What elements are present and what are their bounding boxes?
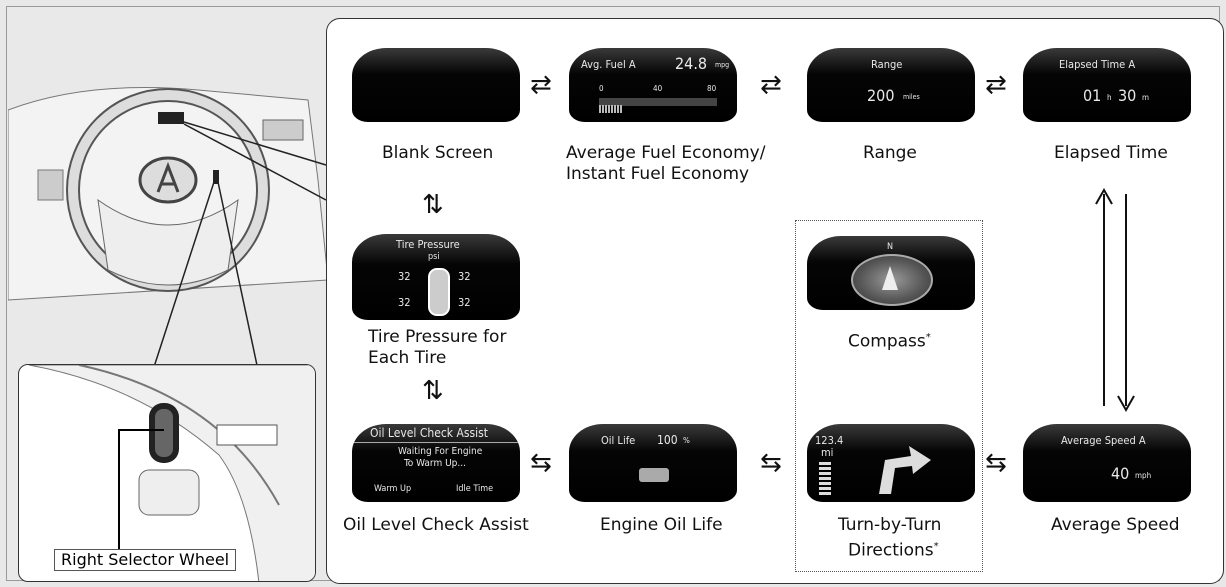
oil-can-icon — [639, 468, 669, 482]
arrow-tire-oilcheck: ⇅ — [422, 376, 444, 406]
arrow-oillife-turn: ⇆ — [760, 448, 782, 478]
blank-screen-caption: Blank Screen — [382, 143, 494, 163]
fuel-caption-line1: Average Fuel Economy/ — [566, 143, 766, 163]
turn-caption-line2: Directions* — [848, 540, 939, 561]
oil-life-display: Oil Life 100 % — [569, 424, 737, 502]
range-display: Range 200 miles — [807, 48, 975, 122]
arrow-fuel-range: ⇄ — [760, 70, 782, 100]
tire-caption-line2: Each Tire — [368, 348, 447, 368]
oil-level-check-display: Oil Level Check Assist Waiting For Engin… — [352, 424, 520, 502]
arrow-blank-fuel: ⇄ — [530, 70, 552, 100]
elapsed-caption: Elapsed Time — [1054, 143, 1168, 163]
arrow-range-elapsed: ⇄ — [985, 70, 1007, 100]
tire-caption-line1: Tire Pressure for — [368, 327, 507, 347]
tire-pressure-display: Tire Pressure psi 32 32 32 32 — [352, 234, 520, 320]
arrow-blank-tire: ⇅ — [422, 190, 444, 220]
average-fuel-display: Avg. Fuel A 24.8 mpg 0 40 80 — [569, 48, 737, 122]
oil-check-caption: Oil Level Check Assist — [343, 515, 529, 535]
selector-wheel-inset — [18, 364, 316, 582]
range-caption: Range — [863, 143, 917, 163]
optional-features-box — [795, 220, 983, 572]
arrow-elapsed-avgspeed — [1095, 187, 1135, 413]
avg-speed-caption: Average Speed — [1051, 515, 1180, 535]
arrow-turn-avgspeed: ⇆ — [985, 448, 1007, 478]
elapsed-time-display: Elapsed Time A 01 h 30 m — [1023, 48, 1191, 122]
oil-life-caption: Engine Oil Life — [600, 515, 723, 535]
steering-wheel-closeup — [28, 365, 315, 581]
car-top-icon — [428, 268, 450, 316]
compass-display: N — [807, 236, 975, 310]
fuel-caption-line2: Instant Fuel Economy — [566, 164, 750, 184]
average-speed-display: Average Speed A 40 mph — [1023, 424, 1191, 502]
turn-arrow-icon — [879, 446, 931, 494]
right-selector-wheel-label: Right Selector Wheel — [54, 549, 237, 571]
arrow-oilcheck-oillife: ⇆ — [530, 448, 552, 478]
compass-caption: Compass* — [848, 331, 931, 352]
cockpit-illustration — [8, 87, 328, 370]
turn-by-turn-display: 123.4 mi — [807, 424, 975, 502]
blank-screen-display — [352, 48, 520, 122]
turn-caption-line1: Turn-by-Turn — [838, 515, 942, 535]
